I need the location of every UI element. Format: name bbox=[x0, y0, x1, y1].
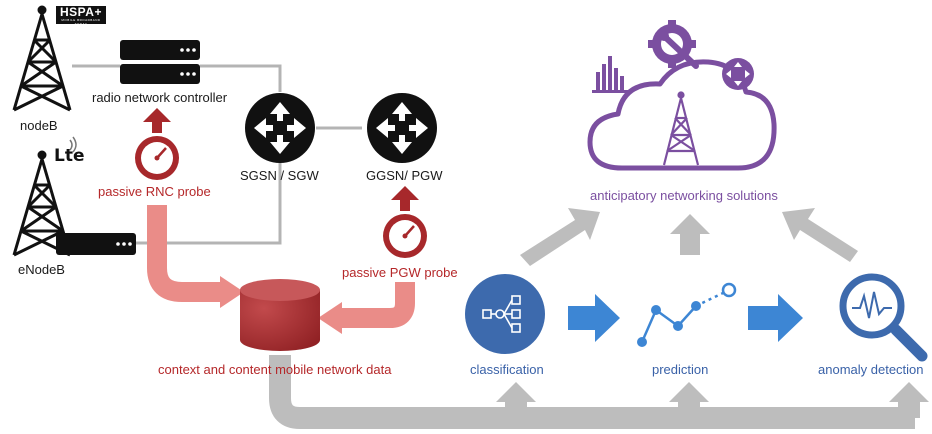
label-rnc-probe: passive RNC probe bbox=[98, 184, 211, 199]
label-nodeb: nodeB bbox=[20, 118, 58, 133]
tower-icon-enodeb bbox=[12, 150, 72, 257]
lte-signal-icon bbox=[69, 136, 77, 153]
label-data-store: context and content mobile network data bbox=[158, 362, 392, 377]
label-enodeb: eNodeB bbox=[18, 262, 65, 277]
label-anomaly: anomaly detection bbox=[818, 362, 924, 377]
cloud-icon bbox=[587, 59, 777, 171]
label-rnc: radio network controller bbox=[92, 90, 228, 105]
magnifier-icon bbox=[839, 273, 928, 362]
server-icon-rnc bbox=[120, 40, 200, 84]
label-pgw-probe: passive PGW probe bbox=[342, 265, 458, 280]
gauge-icon-rnc bbox=[135, 136, 179, 180]
router-icon-ggsn bbox=[367, 93, 437, 163]
blue-arrows bbox=[568, 294, 803, 342]
database-icon bbox=[240, 279, 320, 351]
hspa-badge-subtext: MOBILE BROADBAND TODAY bbox=[61, 18, 101, 26]
label-sgsn: SGSN / SGW bbox=[240, 168, 319, 183]
tower-icon-cloud bbox=[662, 91, 700, 166]
gear-wrench-icon bbox=[648, 20, 699, 69]
probe-flows bbox=[147, 205, 415, 334]
network-links bbox=[72, 64, 362, 245]
label-solutions: anticipatory networking solutions bbox=[590, 188, 778, 203]
network-nodes-icon bbox=[722, 58, 754, 90]
label-ggsn: GGSN/ PGW bbox=[366, 168, 443, 183]
tower-icon-nodeb bbox=[12, 5, 72, 112]
feedback-arrow bbox=[269, 355, 929, 429]
hspa-badge: HSPA+ MOBILE BROADBAND TODAY bbox=[56, 5, 106, 26]
lte-badge: Lte bbox=[54, 146, 85, 166]
probe-arrow-rnc bbox=[143, 108, 171, 133]
server-icon-enodeb bbox=[56, 233, 136, 255]
label-classification: classification bbox=[470, 362, 544, 377]
gauge-icon-pgw bbox=[383, 214, 427, 258]
label-prediction: prediction bbox=[652, 362, 709, 377]
solution-arrows bbox=[520, 208, 858, 266]
bar-chart-icon bbox=[592, 56, 628, 93]
prediction-icon bbox=[637, 282, 737, 347]
router-icon-sgsn bbox=[245, 93, 315, 163]
hspa-badge-text: HSPA+ bbox=[60, 5, 102, 19]
classification-icon bbox=[465, 274, 545, 354]
probe-arrow-pgw bbox=[391, 186, 419, 211]
